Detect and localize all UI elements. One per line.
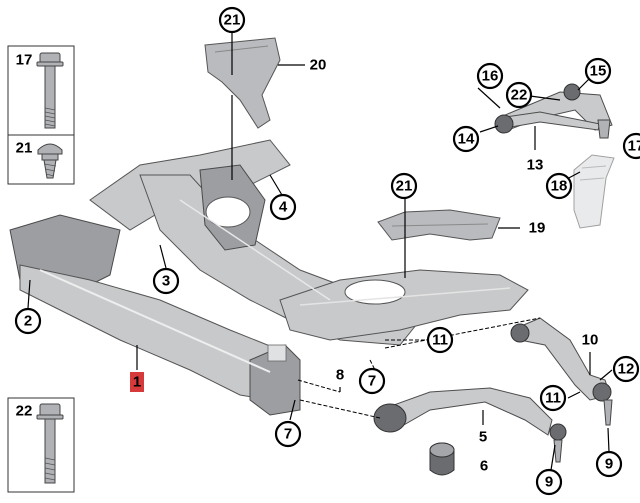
detail-box-frame xyxy=(7,45,75,185)
svg-text:2: 2 xyxy=(24,313,32,330)
callout-18: 18 xyxy=(545,172,573,200)
callout-10-label: 10 xyxy=(582,332,599,349)
svg-text:3: 3 xyxy=(162,273,170,290)
screw-21-illustration xyxy=(37,143,63,179)
callout-9-right: 9 xyxy=(595,450,623,478)
svg-text:9: 9 xyxy=(605,456,613,473)
svg-text:7: 7 xyxy=(284,426,292,443)
callout-14: 14 xyxy=(452,125,480,153)
callout-13-label: 13 xyxy=(527,157,544,174)
callout-8-label: 8 xyxy=(336,367,344,384)
leader-lines xyxy=(27,32,613,471)
svg-text:22: 22 xyxy=(511,87,528,104)
svg-text:21: 21 xyxy=(224,12,241,29)
wishbone-10 xyxy=(510,317,613,426)
svg-text:4: 4 xyxy=(279,199,288,216)
svg-text:18: 18 xyxy=(551,178,568,195)
svg-text:21: 21 xyxy=(396,178,413,195)
callout-5-label: 5 xyxy=(479,429,487,446)
heat-shield-20 xyxy=(204,37,281,129)
detail-box-bolt-22: 22 xyxy=(7,397,75,493)
callout-16: 16 xyxy=(476,62,504,90)
callout-7-center: 7 xyxy=(358,367,386,395)
callout-22-arm: 22 xyxy=(505,81,533,109)
svg-text:16: 16 xyxy=(482,68,499,85)
heat-shield-19 xyxy=(377,209,501,241)
callout-15: 15 xyxy=(584,57,612,85)
svg-text:9: 9 xyxy=(545,474,553,491)
callout-19-label: 19 xyxy=(529,220,546,237)
control-arm-5 xyxy=(373,387,567,463)
callout-2: 2 xyxy=(14,307,42,335)
svg-text:14: 14 xyxy=(458,131,475,148)
callout-9-left: 9 xyxy=(535,468,563,496)
svg-text:12: 12 xyxy=(618,361,635,378)
main-part-label: 1 xyxy=(130,372,144,392)
callout-21-top: 21 xyxy=(218,6,246,34)
svg-text:17: 17 xyxy=(628,138,640,155)
upper-control-arm-13 xyxy=(494,83,613,139)
callout-3: 3 xyxy=(152,267,180,295)
callout-20-label: 20 xyxy=(310,57,327,74)
callout-11-lower: 11 xyxy=(539,384,567,412)
detail-box-number-bottom: 21 xyxy=(16,140,33,157)
main-part-highlight xyxy=(130,372,144,392)
callout-4: 4 xyxy=(269,193,297,221)
callout-7-bottom: 7 xyxy=(274,420,302,448)
main-part-number: 1 xyxy=(133,374,141,391)
front-axle-subframe xyxy=(9,139,529,416)
svg-text:15: 15 xyxy=(590,63,607,80)
guide-boot-18 xyxy=(573,154,615,229)
callout-11-upper: 11 xyxy=(426,326,454,354)
detail-box-number-top: 22 xyxy=(16,403,33,420)
svg-text:11: 11 xyxy=(545,390,561,407)
detail-box-bolts-17-21: 17 21 xyxy=(7,45,75,185)
detail-box-number-top: 17 xyxy=(16,52,33,69)
callout-21-mid: 21 xyxy=(390,172,418,200)
detail-box-frame xyxy=(7,397,75,493)
svg-text:7: 7 xyxy=(368,373,376,390)
rubber-mount-6 xyxy=(429,442,455,476)
callout-17-partial: 17 xyxy=(622,132,640,160)
bolt-22-illustration xyxy=(36,403,64,484)
callout-12-partial: 12 xyxy=(612,355,640,383)
bolt-17-illustration xyxy=(36,52,64,129)
callout-6-label: 6 xyxy=(480,458,488,475)
svg-text:11: 11 xyxy=(432,332,448,349)
